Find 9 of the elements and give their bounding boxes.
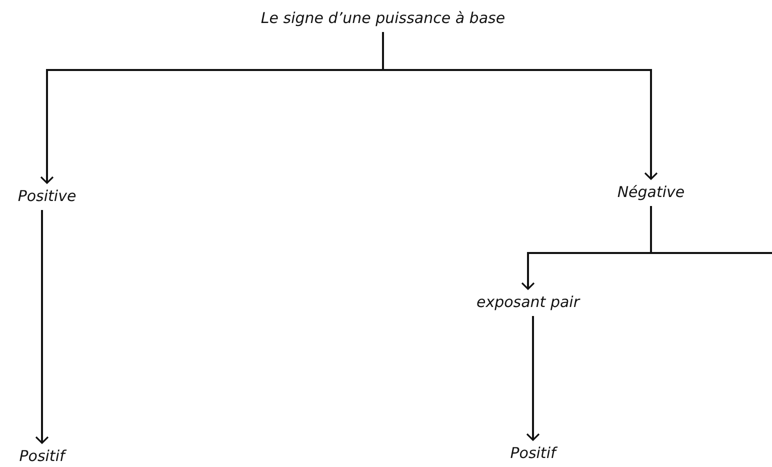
node-label: Le signe d’une puissance à base bbox=[258, 8, 508, 28]
node-label: Positif bbox=[17, 446, 67, 466]
node-label: Négative bbox=[615, 182, 687, 202]
connector-arrow bbox=[526, 316, 540, 441]
node-label: exposant pair bbox=[474, 292, 582, 312]
connector-arrow bbox=[35, 210, 49, 444]
node-label: Positive bbox=[16, 186, 78, 206]
connector-arrow bbox=[382, 32, 658, 180]
node-label: Positif bbox=[508, 443, 558, 463]
